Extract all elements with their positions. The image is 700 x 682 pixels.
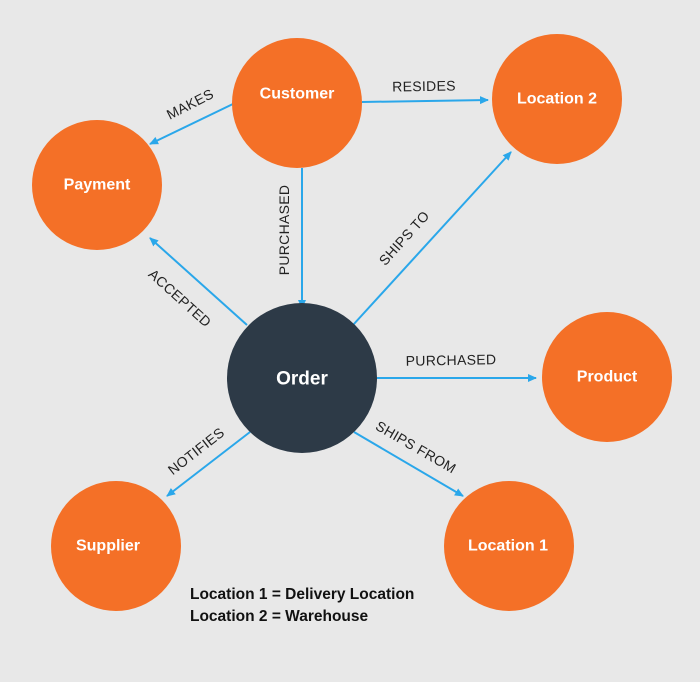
node-product-label: Product: [577, 369, 638, 386]
node-location-2[interactable]: Location 2: [492, 34, 622, 164]
node-supplier[interactable]: Supplier: [51, 481, 181, 611]
edge-order-notifies-supplier: [166, 431, 251, 497]
node-location-2-label: Location 2: [517, 91, 597, 108]
edge-label-ships-to: SHIPS TO: [376, 208, 433, 269]
node-payment-circle: [32, 120, 162, 250]
node-supplier-circle: [51, 481, 181, 611]
node-order-circle: [227, 303, 377, 453]
node-payment-label: Payment: [64, 177, 131, 194]
edge-label-notifies: NOTIFIES: [165, 424, 228, 478]
edge-order-ships-to-location2: [352, 151, 512, 326]
node-supplier-label: Supplier: [76, 538, 140, 555]
edge-label-purchased-product: PURCHASED: [406, 351, 497, 369]
edge-customer-resides-location2: [361, 96, 489, 105]
node-location-1-circle: [444, 481, 574, 611]
node-customer-label: Customer: [260, 86, 335, 103]
legend-line-1: Location 1 = Delivery Location: [190, 586, 415, 603]
edge-label-purchased-customer: PURCHASED: [276, 185, 292, 276]
legend: Location 1 = Delivery Location Location …: [190, 584, 414, 628]
edge-order-accepted-payment: [149, 237, 248, 326]
node-order-label: Order: [276, 369, 328, 390]
edge-label-accepted: ACCEPTED: [145, 266, 214, 331]
edge-label-resides: RESIDES: [392, 77, 456, 94]
node-product-circle: [542, 312, 672, 442]
node-order[interactable]: Order: [227, 303, 377, 453]
node-customer-circle: [232, 38, 362, 168]
node-location-1-label: Location 1: [468, 538, 548, 555]
node-location-1[interactable]: Location 1: [444, 481, 574, 611]
edges: [149, 96, 537, 497]
node-location-2-circle: [492, 34, 622, 164]
node-product[interactable]: Product: [542, 312, 672, 442]
edge-customer-makes-payment: [149, 102, 236, 145]
node-payment[interactable]: Payment: [32, 120, 162, 250]
edge-label-makes: MAKES: [164, 85, 216, 122]
node-customer[interactable]: Customer: [232, 38, 362, 168]
edge-order-ships-from-location1: [353, 431, 464, 497]
legend-line-2: Location 2 = Warehouse: [190, 608, 369, 625]
